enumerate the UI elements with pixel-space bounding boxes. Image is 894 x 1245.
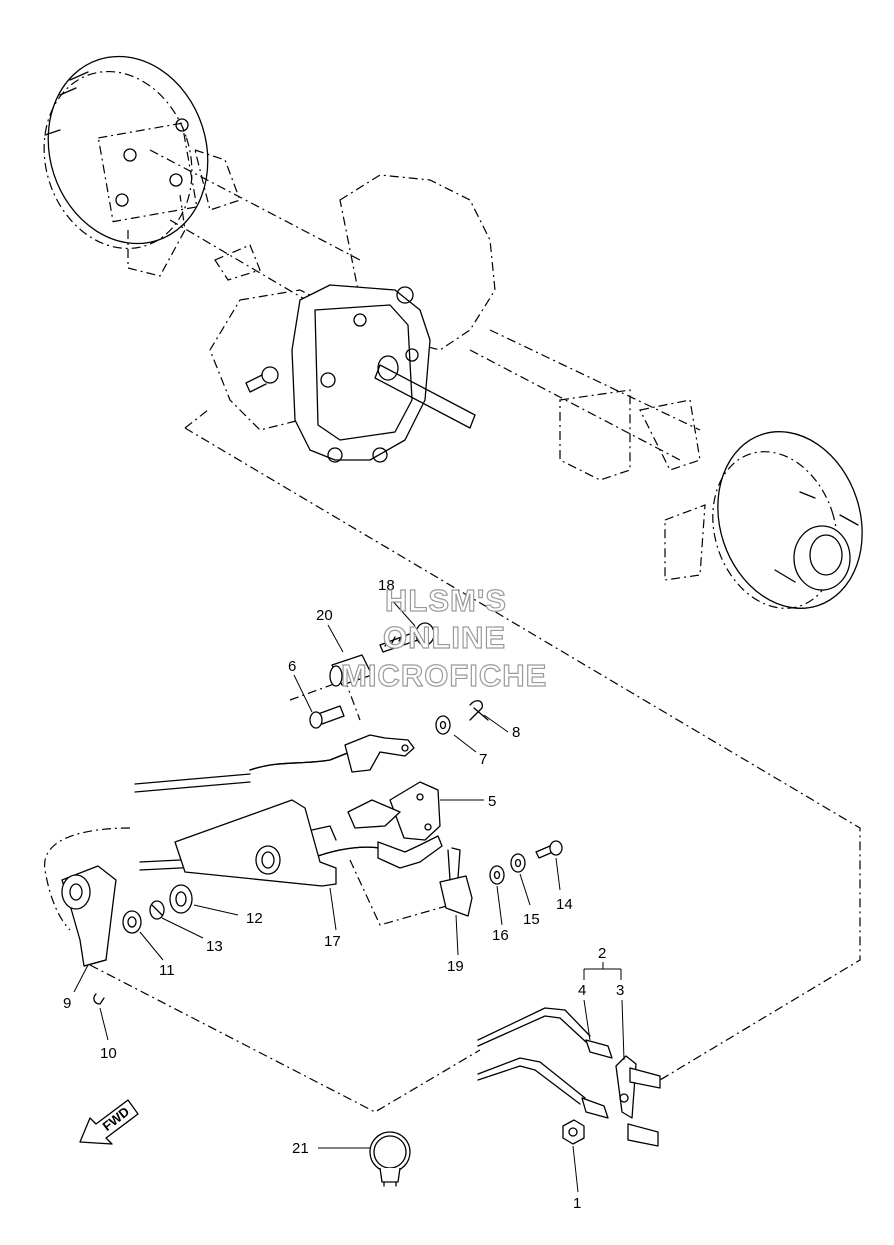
- callout-1: 1: [573, 1195, 581, 1212]
- plate-5: [347, 781, 441, 841]
- callout-15: 15: [523, 911, 540, 928]
- callout-12: 12: [246, 910, 263, 927]
- parts-14-15-16: [489, 840, 563, 885]
- callout-18: 18: [378, 577, 395, 594]
- callout-10: 10: [100, 1045, 117, 1062]
- callout-21: 21: [292, 1140, 309, 1157]
- callout-16: 16: [492, 927, 509, 944]
- watermark: HLSM'S ONLINE MICROFICHE: [340, 582, 547, 693]
- fwd-arrow-icon: FWD: [79, 1099, 139, 1145]
- callout-9: 9: [63, 995, 71, 1012]
- watermark-line-1: HLSM'S: [385, 583, 507, 618]
- part-1-nut: [562, 1119, 585, 1145]
- callout-8: 8: [512, 724, 520, 741]
- callout-labels: 1 2 3 4 5 6 7 8 9 10 11 12 13 14 15 16 1…: [63, 577, 624, 1212]
- bracket-17: [174, 799, 337, 887]
- callout-13: 13: [206, 938, 223, 955]
- part-21-clamp: [369, 1131, 411, 1187]
- callout-4: 4: [578, 982, 586, 999]
- callout-11: 11: [159, 962, 175, 979]
- callout-7: 7: [479, 751, 487, 768]
- callout-6: 6: [288, 658, 296, 675]
- leader-lines: [73, 597, 625, 1193]
- callout-14: 14: [556, 896, 573, 913]
- part-6-pin: [309, 705, 345, 729]
- part-9-lever: [61, 865, 117, 967]
- rear-axle-assembly: [43, 55, 863, 609]
- part-20-collar: [329, 654, 373, 687]
- parts-11-12-13: [122, 884, 193, 934]
- callout-2: 2: [598, 945, 606, 962]
- callout-20: 20: [316, 607, 333, 624]
- callout-5: 5: [488, 793, 496, 810]
- part-19-block: [439, 847, 473, 917]
- part-18-bolt: [379, 622, 435, 653]
- part-10-clip: [93, 993, 105, 1005]
- callout-19: 19: [447, 958, 464, 975]
- cable-assembly-2: [477, 1007, 661, 1147]
- callout-17: 17: [324, 933, 341, 950]
- watermark-line-3: MICROFICHE: [341, 658, 547, 693]
- assembly-outline: [44, 409, 861, 1113]
- watermark-line-2: ONLINE: [383, 620, 506, 655]
- shift-cable-assembly: [134, 734, 443, 871]
- callout-3: 3: [616, 982, 624, 999]
- part-7-washer: [435, 715, 451, 735]
- part-8-cotter-pin: [469, 700, 489, 721]
